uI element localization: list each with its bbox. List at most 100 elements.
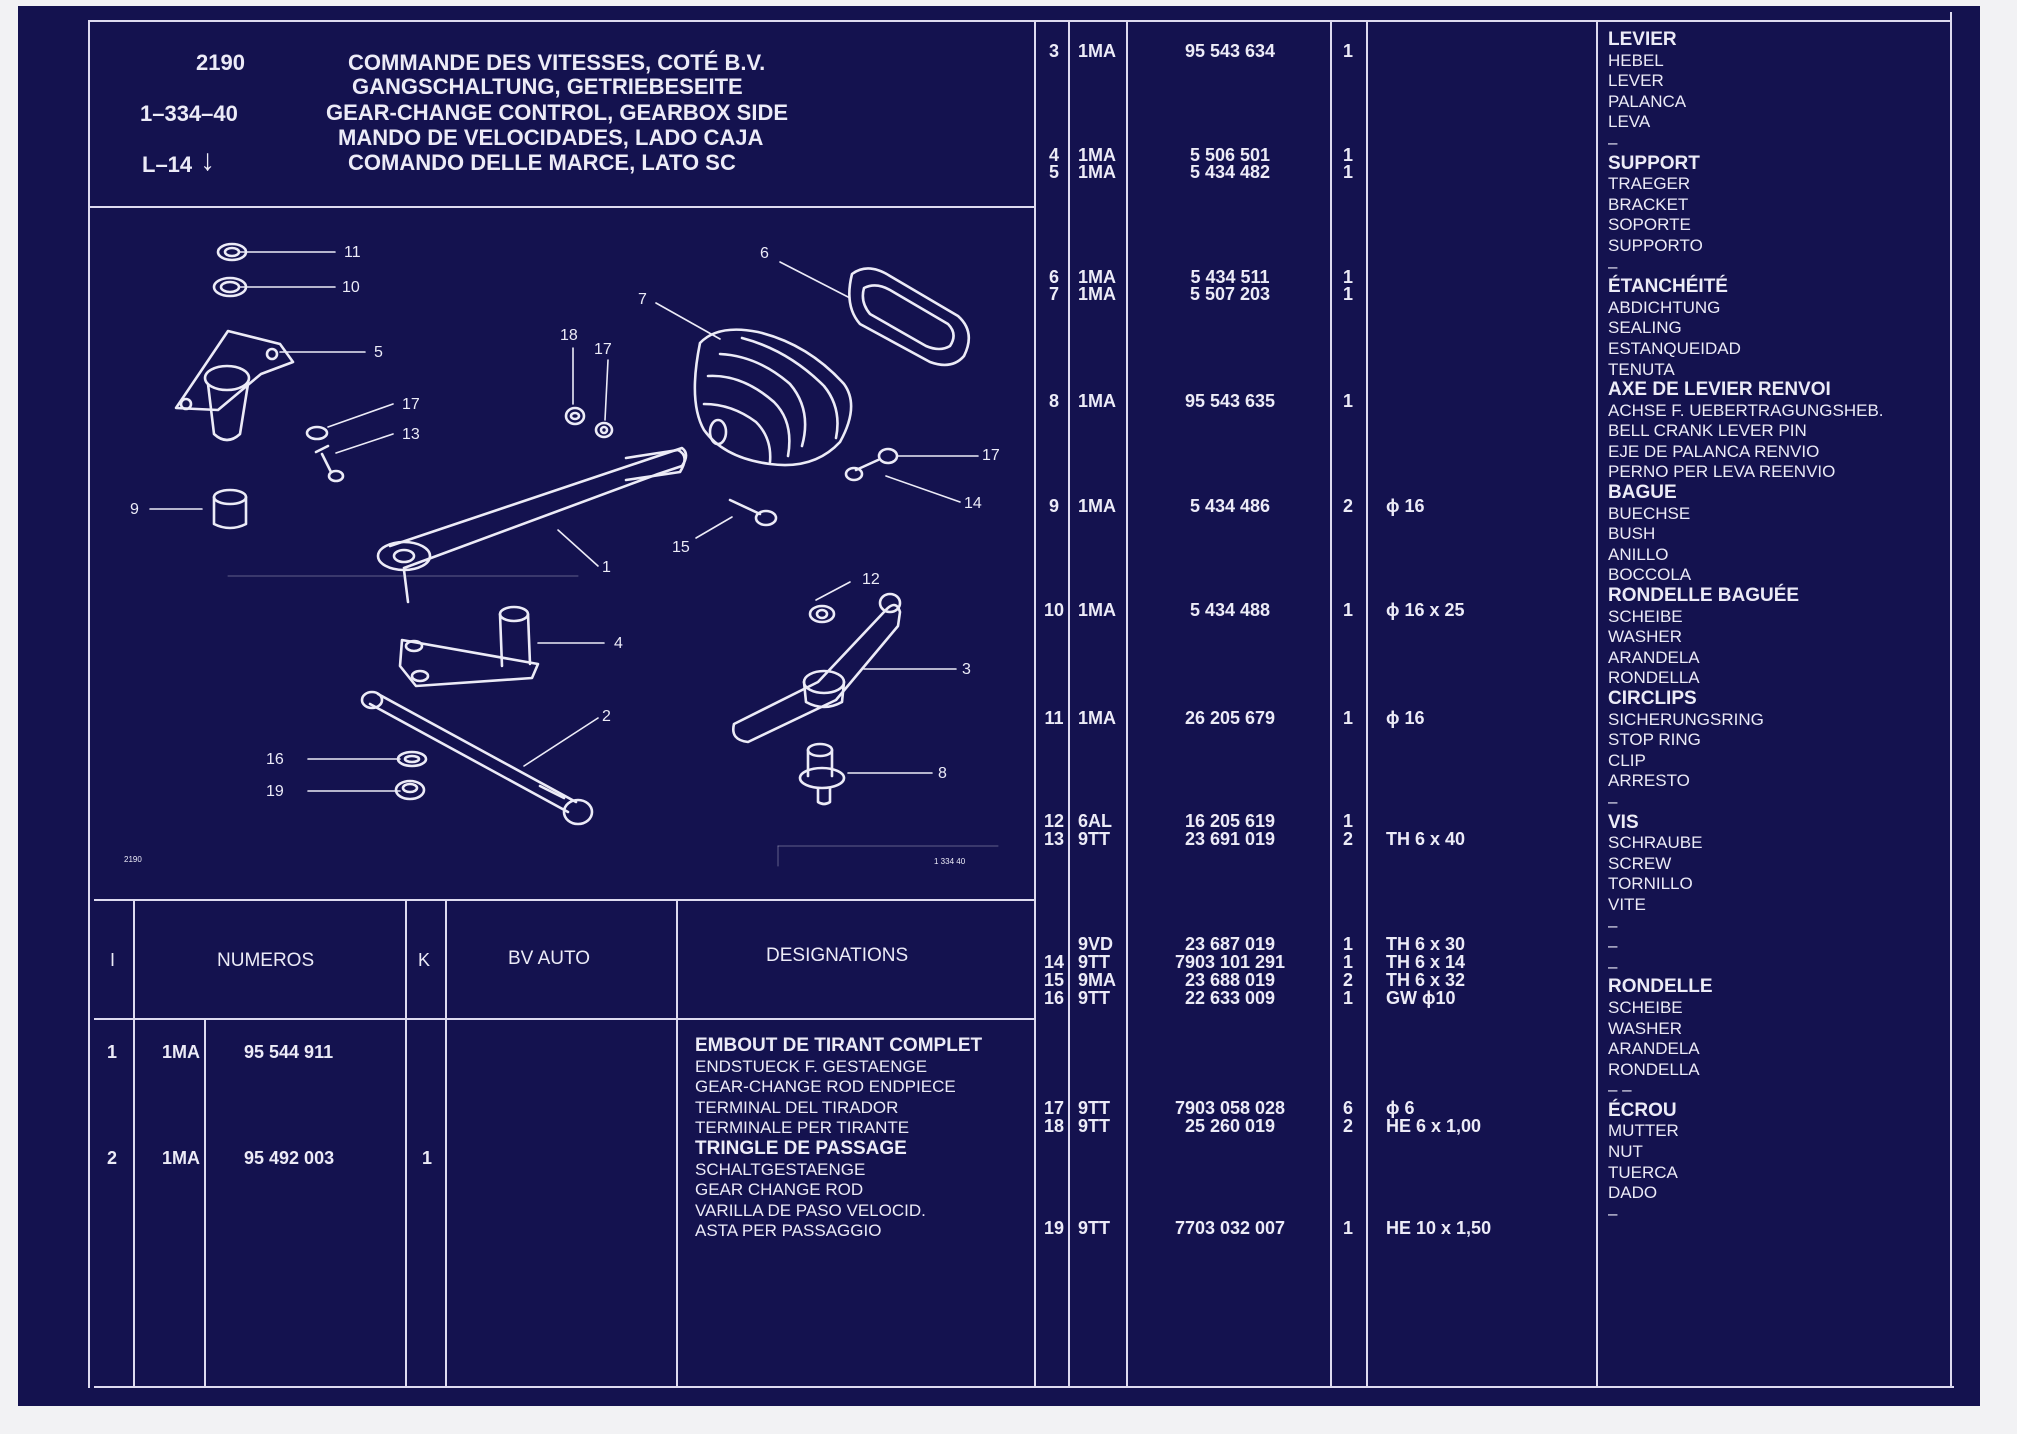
row-code: 9MA	[1078, 970, 1117, 990]
callout-12: 12	[862, 571, 880, 588]
designation-line: –	[1608, 256, 1618, 276]
left-col-line-1	[133, 899, 135, 1387]
frame-right	[1950, 12, 1952, 1388]
row-ref: 17	[1043, 1098, 1065, 1118]
designation-line: ESTANQUEIDAD	[1608, 338, 1741, 358]
designation-line: ABDICHTUNG	[1608, 297, 1721, 317]
designation-heading: ÉTANCHÉITÉ	[1608, 276, 1728, 298]
designation-line: LEVER	[1608, 71, 1664, 91]
row-qty: 1	[1342, 952, 1353, 972]
row-ref: 13	[1043, 829, 1065, 849]
col-header-bv-auto: BV AUTO	[508, 948, 591, 969]
designation-line: BELL CRANK LEVER PIN	[1608, 421, 1807, 441]
row-qty: 1	[1342, 162, 1353, 182]
callout-5: 5	[374, 344, 383, 361]
designation-line: ARANDELA	[1608, 1039, 1700, 1059]
right-col-line-5	[1596, 20, 1598, 1387]
row-ref: 8	[1048, 391, 1059, 411]
row-qty: 1	[1342, 988, 1353, 1008]
title-en: GEAR-CHANGE CONTROL, GEARBOX SIDE	[326, 100, 789, 125]
callout-4: 4	[614, 635, 623, 652]
designation-line: WASHER	[1608, 627, 1682, 647]
designation-line: ENDSTUECK F. GESTAENGE	[695, 1056, 928, 1076]
designation-line: TORNILLO	[1608, 874, 1693, 894]
designation-line: PERNO PER LEVA REENVIO	[1608, 462, 1836, 482]
designation-heading: VIS	[1608, 811, 1639, 833]
drawing-footer-right: 1 334 40	[934, 857, 966, 866]
frame-bottom	[94, 1386, 1954, 1388]
designation-line: SCHALTGESTAENGE	[695, 1159, 866, 1179]
model-reference: L–14	[142, 152, 193, 177]
row-number: 7903 058 028	[1174, 1098, 1286, 1118]
row-spec: ϕ 16 x 25	[1386, 600, 1465, 620]
row-number: 26 205 679	[1184, 708, 1276, 728]
row-qty: 1	[1342, 267, 1353, 287]
center-divider	[1034, 20, 1036, 1387]
row-code: 9VD	[1078, 934, 1114, 954]
callout-17-right: 17	[982, 447, 1000, 464]
row-qty: 1	[1342, 1218, 1353, 1238]
designation-line: –	[1608, 956, 1618, 976]
designation-line: VARILLA DE PASO VELOCID.	[695, 1200, 926, 1220]
left-col-line-3	[405, 899, 407, 1387]
callout-15: 15	[672, 539, 690, 556]
row-qty: 1	[1342, 145, 1353, 165]
designation-line: ACHSE F. UEBERTRAGUNGSHEB.	[1608, 400, 1884, 420]
row-code: 1MA	[1078, 600, 1117, 620]
row-ref: 4	[1048, 145, 1059, 165]
designation-line: CLIP	[1608, 750, 1646, 770]
designation-heading: SUPPORT	[1608, 152, 1700, 174]
row-qty: 2	[1342, 496, 1353, 516]
row-qty: 1	[1342, 811, 1353, 831]
designation-line: BOCCOLA	[1608, 565, 1692, 585]
row-spec: HE 6 x 1,00	[1386, 1116, 1482, 1136]
designation-line: TUERCA	[1608, 1162, 1678, 1182]
row-number: 5 507 203	[1189, 284, 1271, 304]
designation-line: ASTA PER PASSAGGIO	[695, 1221, 882, 1241]
row-number: 16 205 619	[1184, 811, 1276, 831]
callout-2: 2	[602, 708, 611, 725]
row-number: 23 688 019	[1184, 970, 1276, 990]
col-header-numeros: NUMEROS	[217, 950, 315, 971]
row-spec: GW ϕ10	[1386, 988, 1456, 1008]
row-number: 22 633 009	[1184, 988, 1276, 1008]
row-spec: ϕ 16	[1386, 708, 1425, 728]
designation-line: EJE DE PALANCA RENVIO	[1608, 441, 1820, 461]
designation-line: TERMINAL DEL TIRADOR	[695, 1097, 899, 1117]
designation-line: PALANCA	[1608, 91, 1687, 111]
callout-14: 14	[964, 495, 982, 512]
designation-line: ARRESTO	[1608, 771, 1690, 791]
row-spec: HE 10 x 1,50	[1386, 1218, 1492, 1238]
row-number: 5 434 488	[1189, 600, 1271, 620]
right-col-line-3	[1330, 20, 1332, 1387]
callout-3: 3	[962, 661, 971, 678]
designation-line: –	[1608, 915, 1618, 935]
row-qty: 2	[1342, 970, 1353, 990]
callout-10: 10	[342, 279, 360, 296]
row-number: 25 260 019	[1184, 1116, 1276, 1136]
row-ref: 6	[1048, 267, 1059, 287]
row-ref: 7	[1048, 284, 1059, 304]
designation-line: SCHRAUBE	[1608, 833, 1703, 853]
designation-heading: BAGUE	[1608, 482, 1677, 504]
leader-lines	[149, 251, 979, 792]
row-ref: 12	[1043, 811, 1065, 831]
row-ref: 1	[107, 1042, 118, 1062]
designation-line: STOP RING	[1608, 730, 1701, 750]
drawing-footer-left: 2190	[124, 855, 142, 864]
table-header-divider	[94, 1018, 1034, 1020]
designation-line: SUPPORTO	[1608, 235, 1703, 255]
row-qty: 1	[1342, 391, 1353, 411]
row-code: 9TT	[1078, 952, 1111, 972]
col-header-designations: DESIGNATIONS	[766, 945, 909, 966]
left-col-line-5	[676, 899, 678, 1387]
designation-heading: TRINGLE DE PASSAGE	[695, 1137, 907, 1159]
callout-17-left: 17	[402, 396, 420, 413]
row-code: 9TT	[1078, 1098, 1111, 1118]
designation-line: – –	[1608, 1080, 1632, 1100]
designation-line: TERMINALE PER TIRANTE	[695, 1118, 910, 1138]
designation-line: VITE	[1608, 894, 1646, 914]
row-qty: 6	[1342, 1098, 1353, 1118]
row-code: 1MA	[162, 1148, 201, 1168]
